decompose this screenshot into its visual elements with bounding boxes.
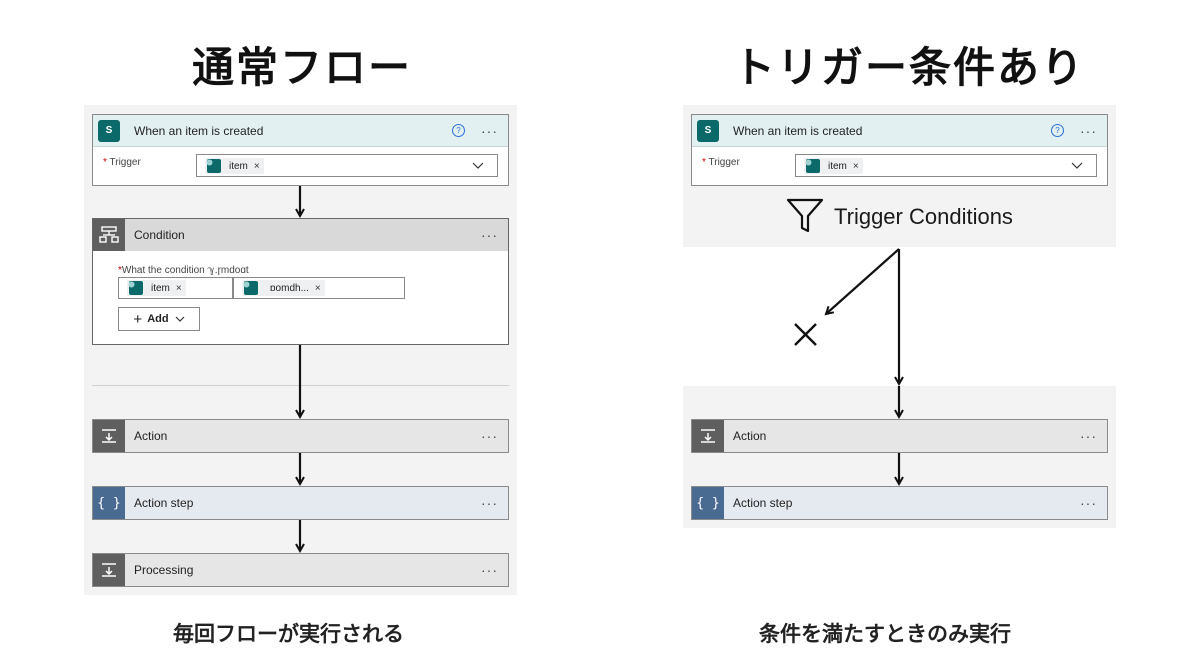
right-trigger-card[interactable]: S When an item is created ? ··· * Trigge… [691,114,1108,186]
right-trigger-input[interactable]: item × [795,154,1097,177]
right-action-step-card[interactable]: { } Action step ··· [691,486,1108,520]
right-trigger-token-label: item [828,160,847,172]
more-options-icon[interactable]: ··· [1080,428,1097,444]
right-action-step-title: Action step [733,496,793,510]
right-caption: 条件を満たすときのみ実行 [759,622,1011,646]
more-options-icon[interactable]: ··· [481,562,498,578]
left-condition-header[interactable]: Condition ··· [93,219,508,251]
sharepoint-icon [128,281,143,295]
more-options-icon[interactable]: ··· [481,428,498,444]
arrow-to-rejected [826,248,900,314]
left-processing-card[interactable]: Processing ··· [92,553,509,587]
left-condition-card[interactable]: Condition ··· *What the condition ℽ.ɼmdo… [92,218,509,345]
right-trigger-token[interactable]: item × [804,158,863,174]
left-action-step-title: Action step [134,496,194,510]
left-processing-title: Processing [134,563,194,577]
add-button[interactable]: + Add [118,307,200,331]
right-trigger-title: When an item is created [733,123,863,138]
left-action-title: Action [134,429,168,443]
condition-token-1-label: item [151,282,170,294]
more-options-icon[interactable]: ··· [481,495,498,511]
right-action-title: Action [733,429,767,443]
left-action-header[interactable]: Action ··· [93,420,508,452]
condition-field-text: What the condition ℽ.ɼmdoɑt [121,265,249,276]
download-icon [93,420,125,452]
left-trigger-card[interactable]: S When an item is created ? ··· * Trigge… [92,114,509,186]
more-options-icon[interactable]: ··· [1080,495,1097,511]
right-action-card[interactable]: Action ··· [691,419,1108,453]
chevron-down-icon [175,316,185,322]
help-icon[interactable]: ? [452,124,465,137]
left-action-card[interactable]: Action ··· [92,419,509,453]
condition-field-label: *What the condition ℽ.ɼmdoɑt [118,265,249,276]
more-options-icon[interactable]: ··· [1080,122,1097,139]
left-trigger-token[interactable]: item × [205,158,264,174]
left-trigger-token-label: item [229,160,248,172]
left-caption: 毎回フローが実行される [173,622,404,646]
condition-icon [93,219,125,251]
download-icon [93,554,125,586]
remove-token-icon[interactable]: × [852,160,859,172]
add-button-label: Add [147,313,169,325]
left-trigger-field-text: Trigger [109,157,141,168]
download-icon [692,420,724,452]
section-divider [92,385,509,386]
sharepoint-icon [805,159,820,173]
right-trigger-field-label: * Trigger [702,157,740,168]
left-trigger-input[interactable]: item × [196,154,498,177]
left-trigger-field-label: * Trigger [103,157,141,168]
remove-token-icon[interactable]: × [175,282,182,294]
right-trigger-header[interactable]: S When an item is created ? ··· [692,115,1107,147]
help-icon[interactable]: ? [1051,124,1064,137]
remove-token-icon[interactable]: × [314,282,321,294]
left-trigger-title: When an item is created [134,123,264,138]
left-title: 通常フロー [192,43,413,92]
reject-x-icon [794,323,817,346]
right-action-step-header[interactable]: { } Action step ··· [692,487,1107,519]
remove-token-icon[interactable]: × [253,160,260,172]
left-trigger-header[interactable]: S When an item is created ? ··· [93,115,508,147]
condition-token-2-label: ɒomdh... [270,282,309,294]
plus-icon: + [133,310,143,328]
condition-token-1[interactable]: item × [127,280,186,296]
more-options-icon[interactable]: ··· [481,227,498,243]
condition-token-2[interactable]: ɒomdh... × [242,280,325,296]
sharepoint-icon [206,159,221,173]
filter-icon [786,198,824,233]
sharepoint-icon: S [93,115,125,147]
left-action-step-header[interactable]: { } Action step ··· [93,487,508,519]
left-condition-title: Condition [134,228,185,242]
right-action-header[interactable]: Action ··· [692,420,1107,452]
more-options-icon[interactable]: ··· [481,122,498,139]
trigger-conditions-label: Trigger Conditions [834,204,1013,229]
right-trigger-field-text: Trigger [708,157,740,168]
left-processing-header[interactable]: Processing ··· [93,554,508,586]
sharepoint-icon [243,281,258,295]
condition-operand-right[interactable]: ɒomdh... × [233,277,405,299]
sharepoint-icon: S [692,115,724,147]
condition-operand-left[interactable]: item × [118,277,233,299]
braces-icon: { } [692,487,724,519]
right-title: トリガー条件あり [733,43,1086,92]
braces-icon: { } [93,487,125,519]
left-action-step-card[interactable]: { } Action step ··· [92,486,509,520]
